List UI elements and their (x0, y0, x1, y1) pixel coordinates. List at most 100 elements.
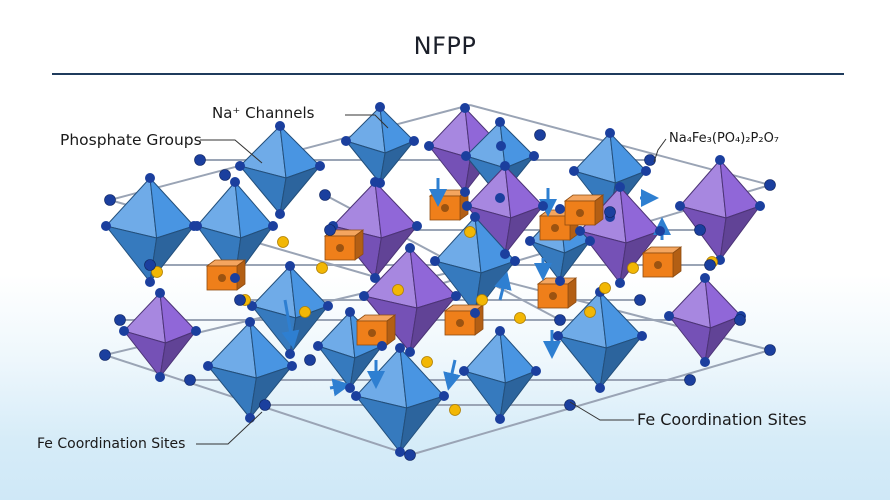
polyhedron-face (159, 330, 197, 378)
fe-octahedron (345, 106, 415, 184)
vertex-node (275, 121, 285, 131)
vertex-node (287, 361, 297, 371)
leader-na-channels (345, 114, 389, 129)
vertex-node (315, 161, 325, 171)
link-sphere (476, 294, 488, 306)
vertex-node (531, 366, 541, 376)
vertex-node (500, 161, 510, 171)
link-sphere (392, 284, 404, 296)
vertex-node (715, 155, 725, 165)
vertex-node (409, 136, 419, 146)
lattice-node (534, 129, 546, 141)
lattice-node (734, 314, 746, 326)
vertex-node (755, 201, 765, 211)
phosphate-polyhedron (123, 292, 197, 378)
link-sphere (299, 306, 311, 318)
polyhedron-face (504, 205, 544, 255)
vertex-node (637, 331, 647, 341)
vertex-node (370, 177, 380, 187)
vertex-node (203, 361, 213, 371)
link-sphere (421, 356, 433, 368)
fe-coordination-sites-label-left: Fe Coordination Sites (37, 436, 186, 452)
phosphate-polyhedron (466, 165, 544, 255)
vertex-node (285, 349, 295, 359)
vertex-node (529, 151, 539, 161)
lattice-node (184, 374, 196, 386)
vertex-node (700, 273, 710, 283)
lattice-node (144, 259, 156, 271)
vertex-node (495, 193, 505, 203)
vertex-node (460, 187, 470, 197)
vertex-node (275, 209, 285, 219)
link-sphere (464, 226, 476, 238)
lattice-nodes (99, 102, 776, 461)
vertex-node (675, 201, 685, 211)
phosphate-groups-label: Phosphate Groups (60, 131, 202, 149)
vertex-node (575, 226, 585, 236)
vertex-node (370, 273, 380, 283)
lattice-node (634, 294, 646, 306)
vertex-node (375, 102, 385, 112)
link-sphere (449, 404, 461, 416)
vertex-node (395, 343, 405, 353)
lattice-node (234, 294, 246, 306)
vertex-node (569, 166, 579, 176)
phosphate-polyhedron (363, 247, 457, 353)
vertex-node (235, 161, 245, 171)
lattice-node (259, 399, 271, 411)
lattice-node (764, 344, 776, 356)
vertex-node (439, 391, 449, 401)
vertex-node (555, 276, 565, 286)
vertex-node (192, 221, 202, 231)
na-ion-cube (205, 259, 247, 291)
vertex-node (341, 136, 351, 146)
link-sphere (316, 262, 328, 274)
vertex-node (555, 204, 565, 214)
lattice-node (304, 354, 316, 366)
vertex-node (395, 447, 405, 457)
vertex-node (323, 301, 333, 311)
lattice-node (99, 349, 111, 361)
vertex-node (461, 151, 471, 161)
lattice-node (554, 314, 566, 326)
page-title: NFPP (413, 32, 477, 60)
vertex-node (538, 201, 548, 211)
vertex-node (664, 311, 674, 321)
na-channels-label: Na⁺ Channels (212, 104, 315, 122)
vertex-node (101, 221, 111, 231)
link-sphere (599, 282, 611, 294)
lattice-node (114, 314, 126, 326)
vertex-node (495, 414, 505, 424)
vertex-node (405, 347, 415, 357)
vertex-node (655, 226, 665, 236)
vertex-node (351, 391, 361, 401)
fe-octahedron (465, 121, 535, 199)
vertex-node (641, 166, 651, 176)
vertex-node (345, 307, 355, 317)
link-sphere (627, 262, 639, 274)
migration-arrow (494, 271, 512, 301)
vertex-node (245, 317, 255, 327)
lattice-node (324, 224, 336, 236)
link-sphere (514, 312, 526, 324)
vertex-node (377, 341, 387, 351)
vertex-node (245, 413, 255, 423)
polyhedron-face (374, 225, 418, 279)
na-ion-cube (355, 314, 397, 346)
na-ion-cube (443, 304, 485, 336)
vertex-node (470, 212, 480, 222)
lattice-bond (409, 349, 771, 456)
vertex-node (230, 273, 240, 283)
leader-formula (653, 138, 667, 163)
vertex-node (268, 221, 278, 231)
migration-arrow (443, 359, 461, 391)
fe-octahedron (239, 125, 321, 215)
leader-phosphate-groups (200, 139, 263, 164)
polyhedron-face (279, 165, 321, 215)
lattice-node (104, 194, 116, 206)
lattice-node (219, 169, 231, 181)
polyhedron-face (379, 140, 415, 184)
vertex-node (155, 288, 165, 298)
vertex-node (285, 261, 295, 271)
